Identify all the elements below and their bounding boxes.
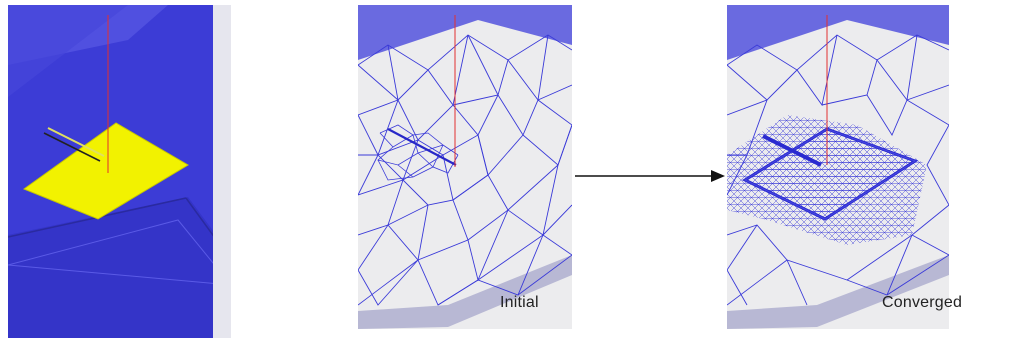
- initial-label: Initial: [500, 294, 539, 311]
- initial-mesh-graphic: [358, 5, 572, 339]
- converged-mesh-graphic: [727, 5, 949, 339]
- patch: [22, 122, 189, 220]
- antenna-model-graphic: [8, 5, 231, 338]
- antenna-model-view: [8, 5, 231, 338]
- initial-mesh-view: [358, 5, 572, 339]
- progress-arrow-icon: [575, 170, 725, 182]
- converged-label: Converged: [882, 294, 963, 311]
- converged-mesh-view: [727, 5, 949, 339]
